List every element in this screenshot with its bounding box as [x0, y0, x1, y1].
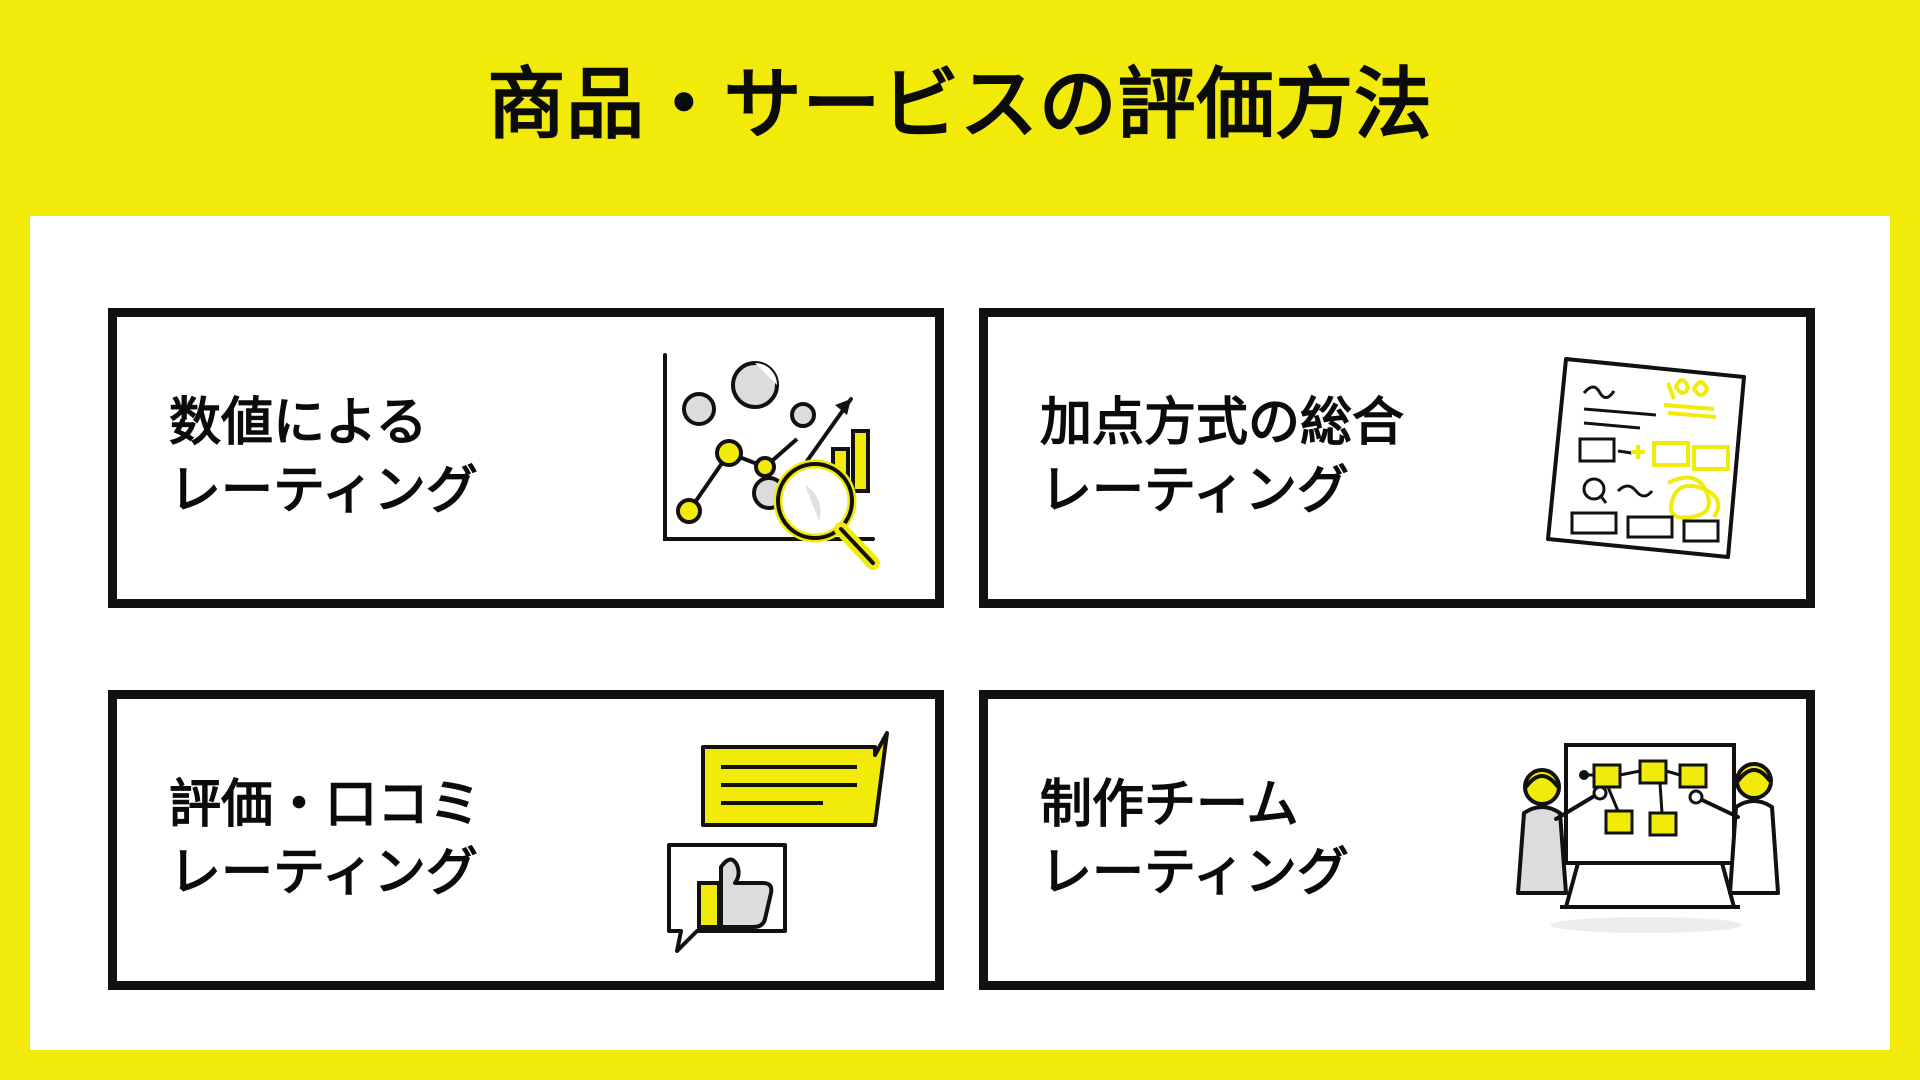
- card-review-rating[interactable]: 評価・口コミ レーティング: [108, 690, 944, 990]
- content-panel: 数値による レーティング: [30, 216, 1890, 1050]
- team-whiteboard-icon: [1508, 725, 1788, 955]
- card-text-block: 制作チーム レーティング: [988, 772, 1349, 907]
- title-banner: 商品・サービスの評価方法: [0, 0, 1920, 216]
- card-title-line1: 加点方式の総合: [1040, 394, 1405, 453]
- card-title-line2: レーティング: [1040, 844, 1349, 902]
- scatter-chart-magnifier-icon: [637, 343, 917, 573]
- card-title-line1: 数値による: [169, 394, 428, 453]
- card-text-block: 数値による レーティング: [117, 390, 478, 525]
- card-additive-total-rating[interactable]: 加点方式の総合 レーティング: [979, 308, 1815, 608]
- card-text-block: 評価・口コミ レーティング: [117, 772, 481, 907]
- card-title-line2: レーティング: [169, 462, 478, 520]
- card-title-line2: レーティング: [1040, 462, 1349, 520]
- card-title-line2: レーティング: [169, 844, 478, 902]
- card-numeric-rating[interactable]: 数値による レーティング: [108, 308, 944, 608]
- card-title-line1: 制作チーム: [1040, 776, 1299, 835]
- page-title: 商品・サービスの評価方法: [487, 60, 1433, 148]
- card-grid: 数値による レーティング: [108, 308, 1815, 990]
- card-production-team-rating[interactable]: 制作チーム レーティング: [979, 690, 1815, 990]
- card-text-block: 加点方式の総合 レーティング: [988, 390, 1404, 525]
- scored-worksheet-icon: [1508, 343, 1788, 573]
- card-title-line1: 評価・口コミ: [169, 776, 482, 835]
- speech-bubble-thumbs-up-icon: [637, 725, 917, 955]
